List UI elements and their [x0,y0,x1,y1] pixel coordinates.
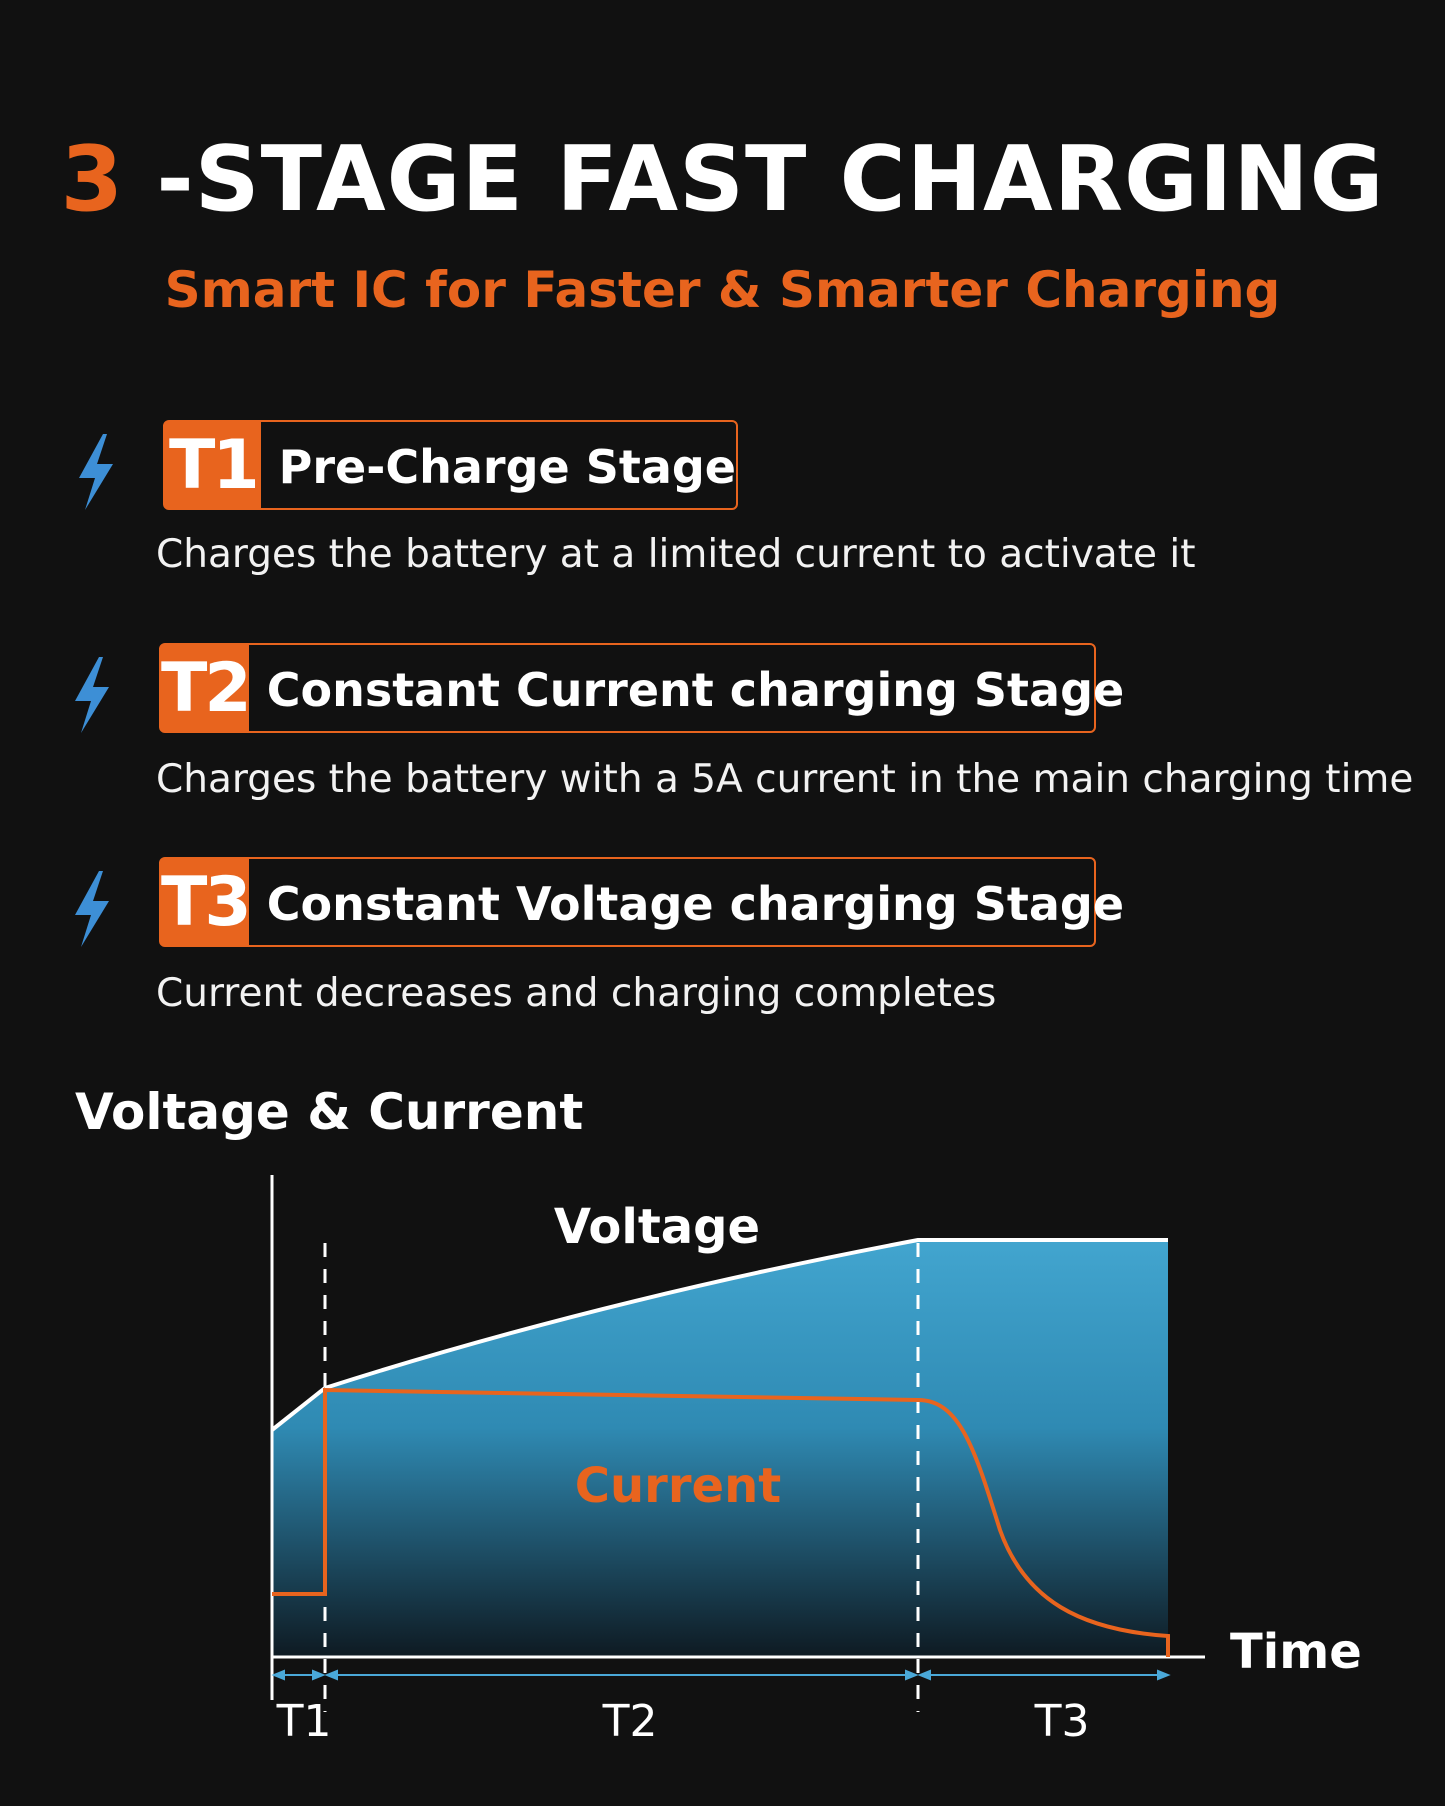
stage-t1-description: Charges the battery at a limited current… [156,532,1196,577]
voltage-line-start [270,1386,327,1432]
stage-t1-badge: T1 [165,422,261,508]
stage-label-t3: T3 [1034,1696,1090,1747]
current-line [272,1387,1170,1657]
chart-heading: Voltage & Current [75,1083,584,1141]
voltage-label: Voltage [554,1199,760,1255]
stage-t2-box: T2 Constant Current charging Stage [159,643,1124,733]
title-text: -STAGE FAST CHARGING [156,127,1385,232]
lightning-bolt-icon [75,871,109,947]
stage-t3-badge: T3 [161,859,252,945]
page-subtitle: Smart IC for Faster & Smarter Charging [164,261,1281,319]
stage-t2-name: Constant Current charging Stage [266,663,1125,717]
x-axis-label: Time [1230,1624,1362,1680]
stage-t1-name: Pre-Charge Stage [278,440,736,494]
voltage-line [324,1238,1168,1390]
stage-t3-box: T3 Constant Voltage charging Stage [159,857,1124,947]
stage-label-t1: T1 [276,1696,332,1747]
voltage-area [272,1240,1168,1657]
stage-label-t2: T2 [602,1696,658,1747]
lightning-bolt-icon [79,434,113,510]
stage-span-markers [271,1669,1171,1681]
title-number: 3 [60,127,125,232]
lightning-bolt-icon [75,657,109,733]
page-title: 3 -STAGE FAST CHARGING [0,120,1445,240]
stage-t2-description: Charges the battery with a 5A current in… [156,757,1414,802]
current-label: Current [575,1458,781,1514]
stage-t2-badge: T2 [161,645,252,731]
stage-t3-description: Current decreases and charging completes [156,971,997,1016]
stage-t1-box: T1 Pre-Charge Stage [163,420,738,510]
voltage-current-chart: Voltage Current Time T1 T2 T3 [270,1175,1362,1747]
stage-t3-name: Constant Voltage charging Stage [266,877,1125,931]
